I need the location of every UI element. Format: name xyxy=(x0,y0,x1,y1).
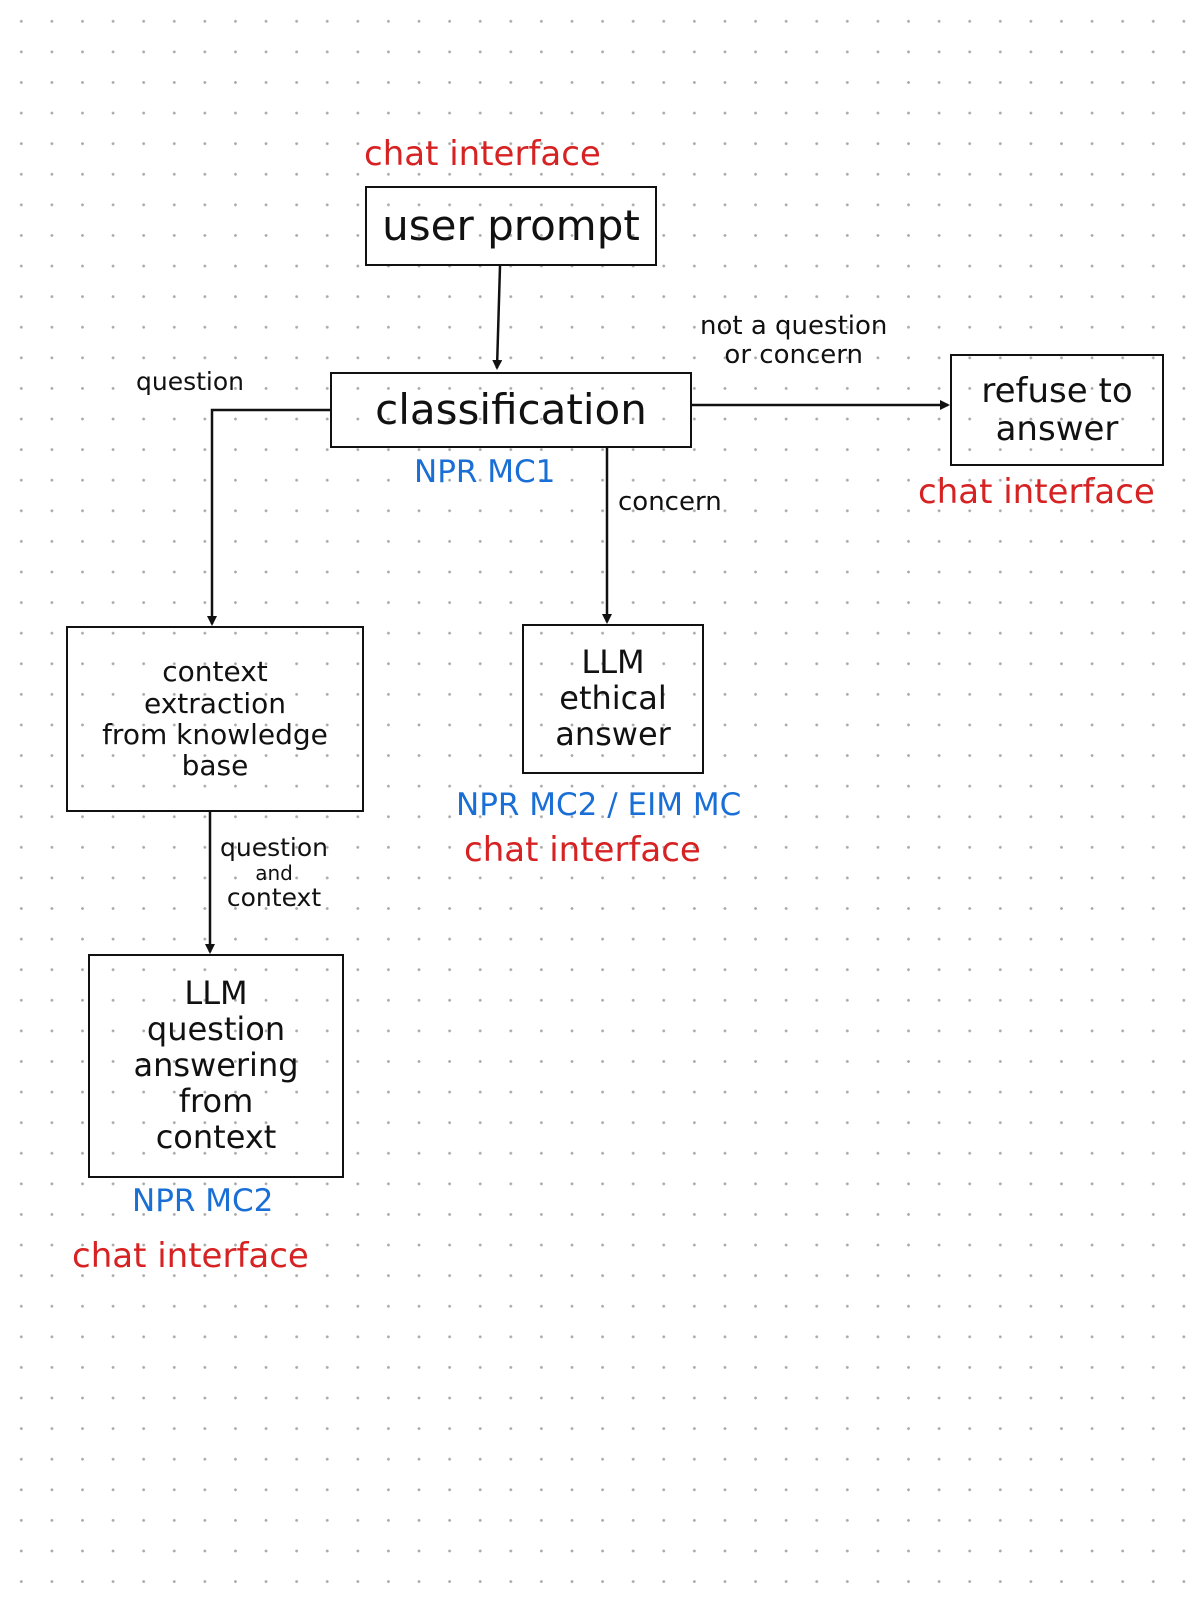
edge-label-line: question xyxy=(220,833,329,862)
node-llm-ethical-answer: LLM ethical answer xyxy=(522,624,704,774)
node-classification: classification xyxy=(330,372,692,448)
node-llm-question-answering: LLM question answering from context xyxy=(88,954,344,1178)
node-label: user prompt xyxy=(382,201,640,251)
annotation-npr-mc2: NPR MC2 xyxy=(132,1183,274,1219)
node-label-line: answering xyxy=(133,1046,299,1085)
node-label: classification xyxy=(375,385,647,435)
node-label-line: ethical xyxy=(559,679,667,718)
edge-label-not-a-question-or-concern: not a question or concern xyxy=(700,312,887,369)
annotation-chat-interface-qa: chat interface xyxy=(72,1236,309,1276)
node-label-line: LLM xyxy=(184,974,248,1013)
node-label-line: context xyxy=(155,1117,277,1156)
annotation-chat-interface-ethical: chat interface xyxy=(464,830,701,870)
node-context-extraction: context extraction from knowledge base xyxy=(66,626,364,812)
annotation-npr-mc1: NPR MC1 xyxy=(414,454,556,490)
edge-label-line: not a question xyxy=(700,311,888,341)
node-label-line: context xyxy=(162,655,268,689)
node-label-line: from xyxy=(178,1081,254,1120)
node-label-line: answer xyxy=(995,409,1119,449)
annotation-npr-mc2-eim-mc: NPR MC2 / EIM MC xyxy=(456,787,742,823)
node-refuse-to-answer: refuse to answer xyxy=(950,354,1164,466)
node-label-line: question xyxy=(146,1010,286,1049)
node-label-line: from knowledge xyxy=(102,718,328,751)
node-label-line: refuse to xyxy=(981,370,1133,411)
edge-label-line: context xyxy=(226,882,322,912)
annotation-chat-interface-top: chat interface xyxy=(364,134,601,174)
edge-label-line: and xyxy=(255,860,293,885)
edge-label-concern: concern xyxy=(618,487,722,517)
edge-prompt-to-classification xyxy=(492,265,503,370)
edge-classification-to-context-extraction xyxy=(207,408,330,626)
node-label-line: LLM xyxy=(581,643,645,682)
node-label-line: answer xyxy=(555,714,671,753)
edge-label-line: or concern xyxy=(724,339,863,370)
annotation-chat-interface-refuse: chat interface xyxy=(918,472,1155,512)
node-user-prompt: user prompt xyxy=(365,186,657,266)
edge-label-question: question xyxy=(136,367,245,396)
node-label-line: extraction xyxy=(144,686,286,720)
node-label-line: base xyxy=(181,749,249,783)
edge-label-question-and-context: question and context xyxy=(220,834,328,911)
